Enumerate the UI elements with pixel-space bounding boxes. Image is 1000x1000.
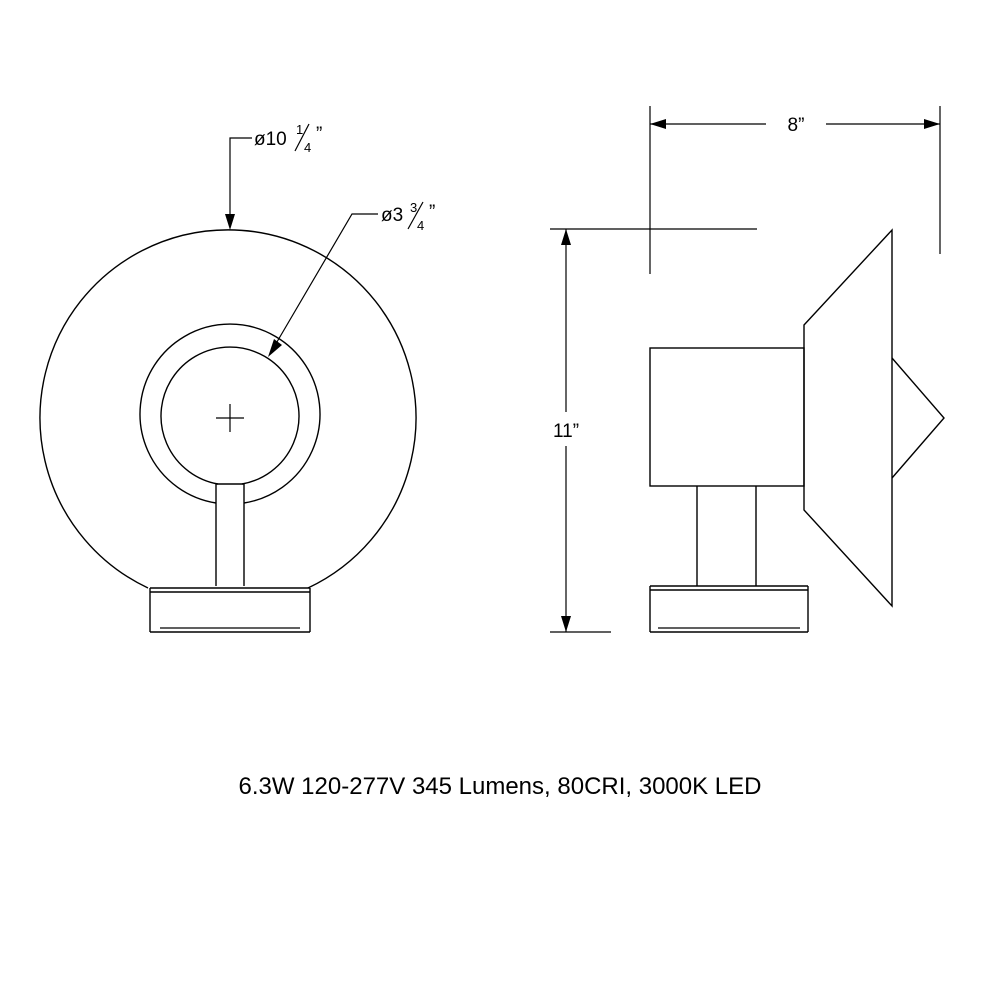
arrow-up-icon [561,229,571,245]
side-stem [696,486,757,586]
arrow-leader-icon [268,339,282,357]
inner-diameter-denominator: 4 [417,218,424,233]
arrow-down-icon [561,616,571,632]
depth-label: 8” [788,115,805,136]
height-label: 11” [553,421,579,442]
side-housing [649,347,805,487]
front-base [149,587,311,633]
side-base [649,585,809,633]
inner-diameter-numerator: 3 [410,200,417,215]
outer-diameter-numerator: 1 [296,122,303,137]
center-cross-icon [216,404,244,432]
height-dimension: 11” [550,228,757,633]
inner-diameter-symbol: ø [381,205,393,226]
arrow-left-icon [650,119,666,129]
outer-diameter-symbol: ø [254,129,266,150]
depth-dimension: 8” [649,106,941,274]
inner-diameter-dimension: ø3 3 4 ” [268,200,435,357]
side-lens-cone [891,357,945,479]
front-outer-disc [39,229,417,589]
spec-caption: 6.3W 120-277V 345 Lumens, 80CRI, 3000K L… [238,773,762,800]
arrow-right-icon [924,119,940,129]
front-lens [160,346,300,485]
svg-text:ø10: ø10 [254,129,287,150]
svg-text:ø3: ø3 [381,205,403,226]
outer-diameter-dimension: ø10 1 4 ” [225,122,322,230]
arrow-down-icon [225,214,235,230]
front-lens-ring [139,323,321,504]
outer-diameter-denominator: 4 [304,140,311,155]
side-view: 8” 11” [550,106,945,633]
front-view: ø10 1 4 ” ø3 3 4 ” [39,122,435,633]
front-stem [215,483,245,586]
outer-diameter-whole: 10 [266,129,287,150]
side-reflector [803,228,893,608]
inner-diameter-unit: ” [429,202,435,223]
outer-diameter-unit: ” [316,124,322,145]
inner-diameter-whole: 3 [393,205,404,226]
